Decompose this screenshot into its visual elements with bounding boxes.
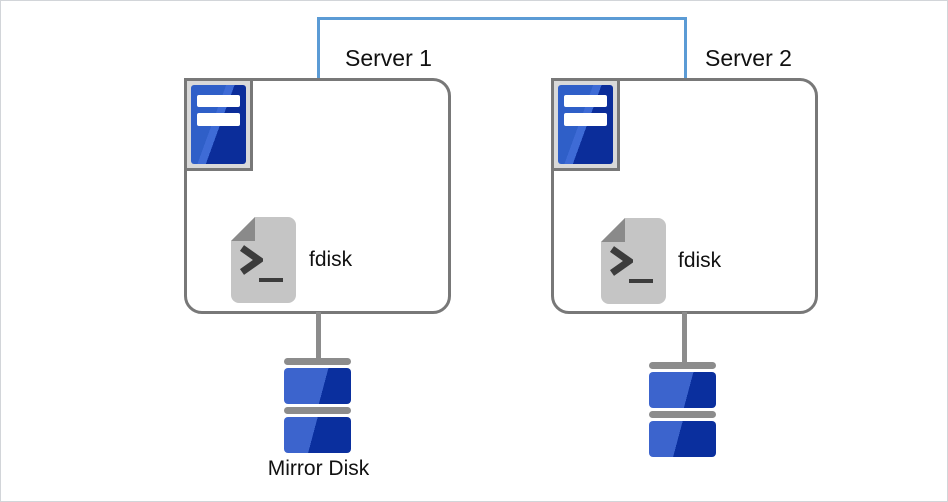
disk-platter bbox=[284, 417, 351, 453]
disk-cap-bar bbox=[649, 362, 716, 369]
server1-disk-connector bbox=[316, 312, 321, 359]
disk-platter bbox=[284, 368, 351, 404]
prompt-chevron-icon bbox=[609, 246, 633, 276]
server2-disk-connector bbox=[682, 312, 687, 363]
server-interconnect-line bbox=[317, 17, 687, 78]
disk-stack-icon-server2 bbox=[649, 362, 716, 457]
server-slot-bar bbox=[564, 95, 607, 107]
server2-label: Server 2 bbox=[705, 45, 792, 71]
server-tower-icon bbox=[191, 85, 246, 164]
terminal-script-icon bbox=[601, 218, 666, 304]
server-slot-bar bbox=[197, 113, 240, 126]
server-icon-frame-1 bbox=[184, 78, 253, 171]
mirror-disk-label: Mirror Disk bbox=[267, 457, 370, 480]
disk-cap-bar bbox=[284, 358, 351, 365]
prompt-underscore-icon bbox=[629, 279, 653, 283]
server1-label: Server 1 bbox=[345, 45, 432, 71]
disk-platter bbox=[649, 421, 716, 457]
fdisk-label-server2: fdisk bbox=[678, 249, 722, 272]
disk-stack-icon-server1 bbox=[284, 358, 351, 453]
disk-platter bbox=[649, 372, 716, 408]
prompt-underscore-icon bbox=[259, 278, 283, 282]
server-slot-bar bbox=[564, 113, 607, 126]
server-slot-bar bbox=[197, 95, 240, 107]
prompt-chevron-icon bbox=[239, 245, 263, 275]
fdisk-label-server1: fdisk bbox=[309, 248, 353, 271]
disk-cap-bar bbox=[649, 411, 716, 418]
server-tower-icon bbox=[558, 85, 613, 164]
server-icon-frame-2 bbox=[551, 78, 620, 171]
disk-cap-bar bbox=[284, 407, 351, 414]
